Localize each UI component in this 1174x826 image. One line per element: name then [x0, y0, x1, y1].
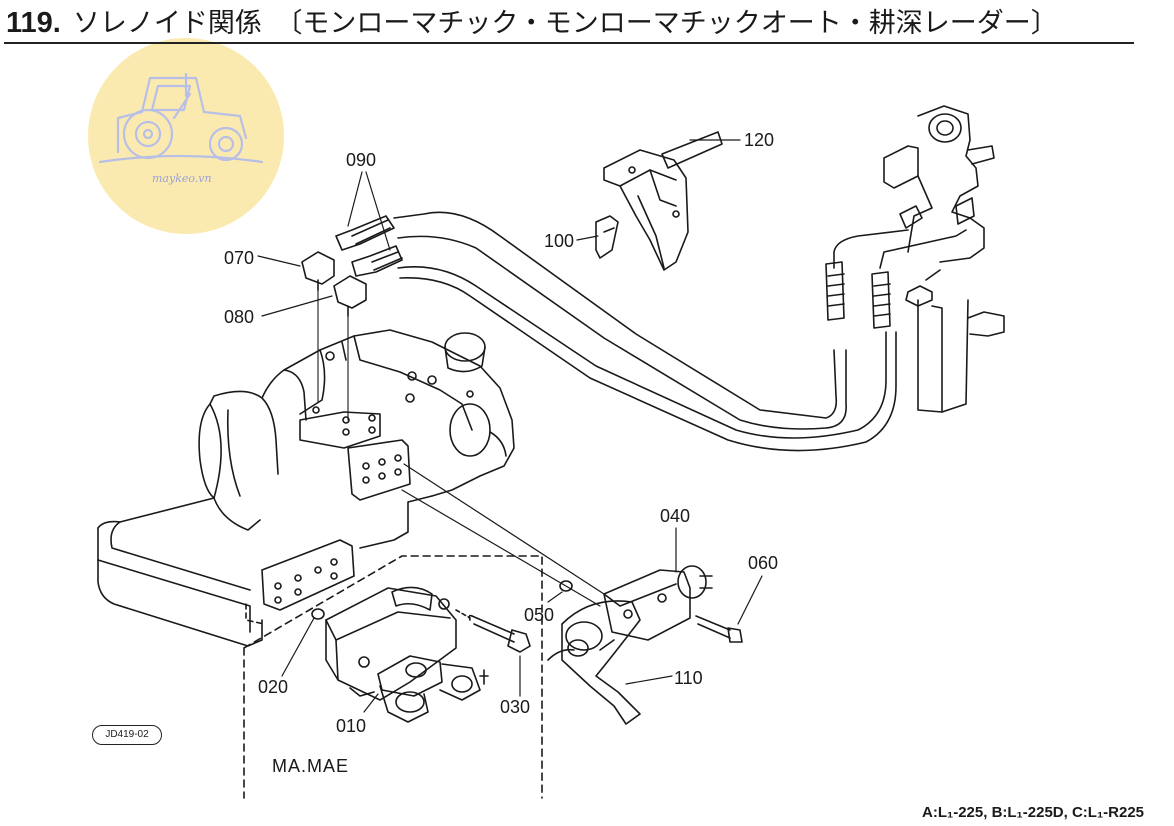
lift-arm-assembly	[825, 105, 1005, 413]
clip-100	[595, 215, 619, 259]
o-ring-020	[311, 608, 325, 620]
bolt-060	[695, 615, 743, 643]
elbow-fitting-080	[333, 275, 367, 421]
solenoid-valve-block	[325, 586, 489, 723]
watermark-text: maykeo.vn	[152, 172, 212, 185]
callout-080[interactable]: 080	[224, 307, 255, 327]
callout-120[interactable]: 120	[744, 130, 775, 150]
title-number: 119.	[6, 7, 61, 39]
solenoid-040	[547, 565, 713, 661]
callout-100[interactable]: 100	[544, 231, 575, 251]
transmission-housing	[97, 329, 515, 647]
bracket-110	[561, 600, 641, 725]
callout-050[interactable]: 050	[524, 605, 555, 625]
tractor-icon	[98, 72, 264, 164]
callout-070[interactable]: 070	[224, 248, 255, 268]
plate-120	[661, 131, 723, 169]
callout-060[interactable]: 060	[748, 553, 779, 573]
callout-020[interactable]: 020	[258, 677, 289, 697]
elbow-fitting-070	[301, 251, 335, 403]
watermark-badge	[88, 38, 284, 234]
o-ring-050	[559, 580, 573, 592]
variant-boundary	[243, 555, 543, 799]
model-note: A:L₁-225, B:L₁-225D, C:L₁-R225	[922, 804, 1144, 821]
callout-010[interactable]: 010	[336, 716, 367, 736]
variant-label: MA.MAE	[272, 756, 350, 776]
figure-code: JD419-02	[92, 725, 162, 745]
page-title: 119. ソレノイド関係 〔モンローマチック・モンローマチックオート・耕深レーダー…	[6, 4, 1058, 42]
bolt-030	[455, 609, 531, 653]
mounting-bracket-assembly	[595, 131, 723, 271]
title-underline	[4, 42, 1134, 44]
hydraulic-hose-pair	[335, 211, 897, 452]
callout-030[interactable]: 030	[500, 697, 531, 717]
callout-040[interactable]: 040	[660, 506, 691, 526]
callout-110[interactable]: 110	[674, 668, 703, 688]
callout-090[interactable]: 090	[346, 150, 377, 170]
title-text: ソレノイド関係 〔モンローマチック・モンローマチックオート・耕深レーダー〕	[72, 8, 1058, 39]
